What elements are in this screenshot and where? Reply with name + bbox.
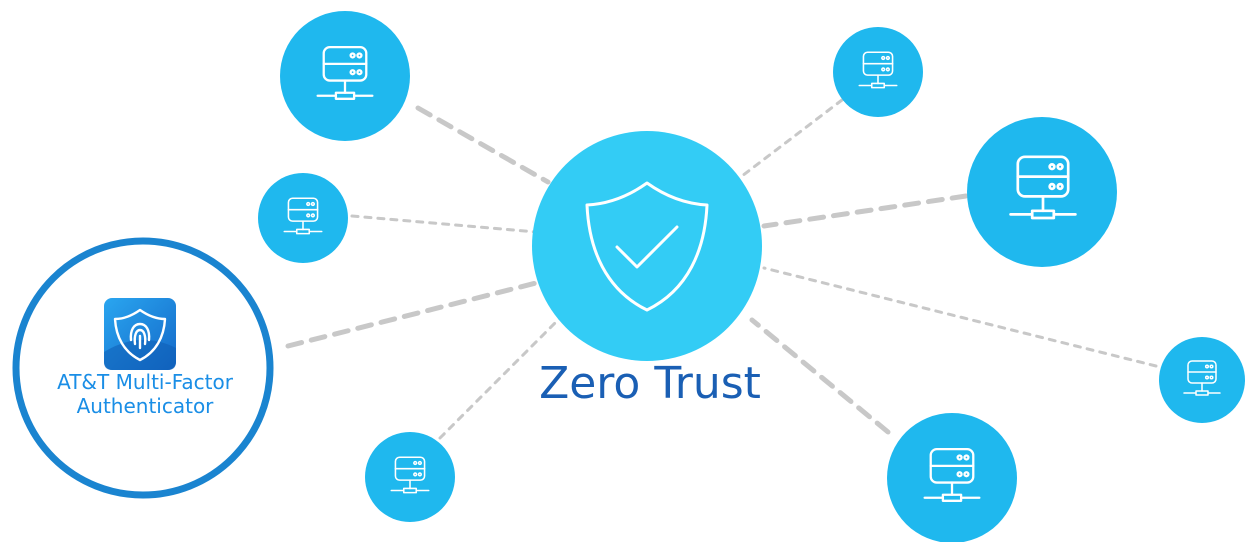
- server-node-bottom-left: [365, 432, 455, 522]
- connectors: [285, 98, 1158, 440]
- connector-server-top-right: [740, 98, 844, 178]
- connector-server-top-left: [415, 105, 551, 185]
- mfa-node: [12, 237, 274, 499]
- connector-server-mid-left: [350, 214, 538, 234]
- connector-server-far-right: [762, 266, 1158, 368]
- center-node: [532, 131, 762, 361]
- connector-server-bottom-right: [749, 317, 891, 435]
- mfa-app-label-line2: Authenticator: [76, 394, 214, 418]
- connector-server-large-right: [761, 193, 969, 229]
- server-node-far-right: [1159, 337, 1245, 423]
- zero-trust-label: Zero Trust: [539, 358, 761, 409]
- shield-check-icon: [585, 181, 709, 312]
- mfa-app-tile: [104, 298, 176, 370]
- connector-server-bottom-left: [438, 316, 562, 440]
- server-node-top-right: [833, 27, 923, 117]
- server-node-top-left: [280, 11, 410, 141]
- server-node-bottom-right: [887, 413, 1017, 542]
- shield-fingerprint-icon: [113, 308, 167, 362]
- mfa-app-label: AT&T Multi-Factor Authenticator: [20, 370, 270, 418]
- mfa-app-label-line1: AT&T Multi-Factor: [57, 370, 233, 394]
- connector-mfa: [285, 279, 543, 349]
- server-node-large-right: [967, 117, 1117, 267]
- server-node-mid-left: [258, 173, 348, 263]
